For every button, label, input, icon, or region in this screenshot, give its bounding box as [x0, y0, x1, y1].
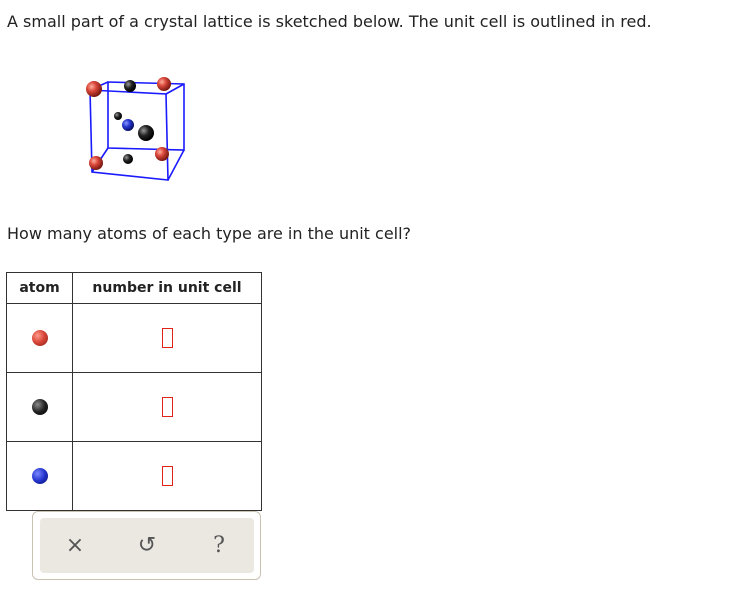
clear-button[interactable]: × [50, 518, 100, 573]
toolbar-panel: × ↺ ? [40, 518, 254, 573]
atom-cell [6, 303, 73, 373]
blue-atom-count-input[interactable] [161, 466, 173, 486]
help-icon: ? [213, 533, 225, 558]
atom-count-table: atom number in unit cell [6, 272, 262, 511]
atom-cell [6, 372, 73, 442]
answer-cell [72, 441, 262, 511]
answer-cell [72, 372, 262, 442]
black-atom-count-input[interactable] [161, 397, 173, 417]
atom-cell [6, 441, 73, 511]
table-row [6, 372, 262, 442]
blue-atom-icon [31, 468, 48, 484]
answer-cell [72, 303, 262, 373]
black-atom-icon [31, 399, 48, 415]
question-prompt: A small part of a crystal lattice is ske… [7, 12, 652, 31]
undo-icon: ↺ [137, 533, 157, 558]
table-row [6, 303, 262, 373]
red-atom-count-input[interactable] [161, 328, 173, 348]
table-row [6, 441, 262, 511]
header-number-in-unit-cell: number in unit cell [72, 272, 262, 304]
close-icon: × [65, 533, 85, 558]
undo-button[interactable]: ↺ [122, 518, 172, 573]
header-atom: atom [6, 272, 73, 304]
answer-toolbar: × ↺ ? [32, 511, 261, 580]
crystal-lattice-image [86, 77, 185, 181]
red-atom-icon [31, 330, 48, 346]
help-button[interactable]: ? [194, 518, 244, 573]
question-text: How many atoms of each type are in the u… [7, 224, 412, 243]
